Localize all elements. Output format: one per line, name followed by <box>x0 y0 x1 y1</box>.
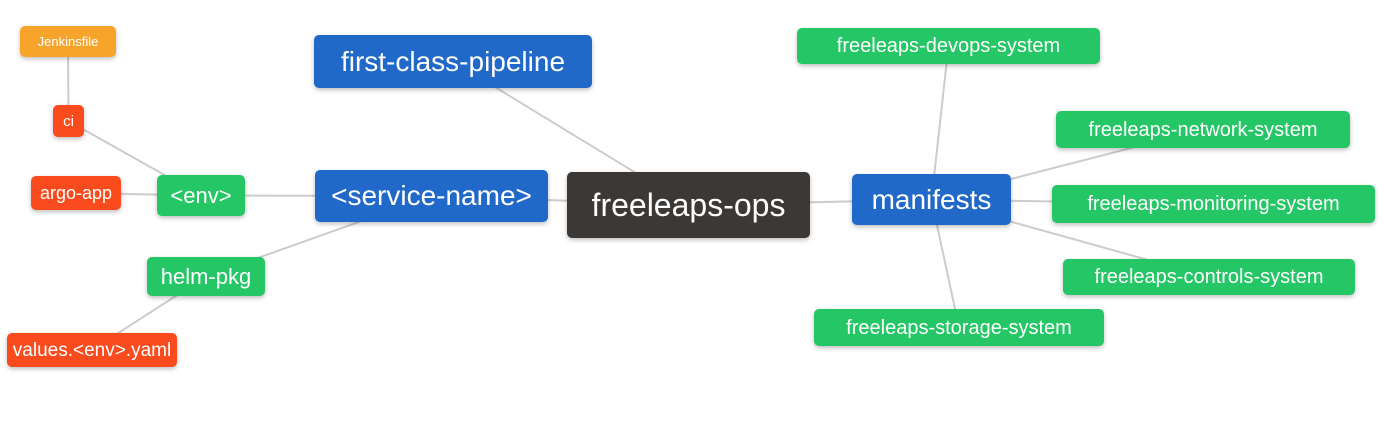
edge-manifests-to-freeleaps-devops-system <box>930 45 950 200</box>
node-freeleaps-network-system[interactable]: freeleaps-network-system <box>1056 111 1350 148</box>
root-node-freeleaps-ops[interactable]: freeleaps-ops <box>567 172 810 238</box>
node-freeleaps-monitoring-system[interactable]: freeleaps-monitoring-system <box>1052 185 1375 223</box>
node-env[interactable]: <env> <box>157 175 245 216</box>
node-values-env-yaml[interactable]: values.<env>.yaml <box>7 333 177 367</box>
node-service-name[interactable]: <service-name> <box>315 170 548 222</box>
node-ci[interactable]: ci <box>53 105 84 137</box>
node-freeleaps-controls-system[interactable]: freeleaps-controls-system <box>1063 259 1355 295</box>
node-argo-app[interactable]: argo-app <box>31 176 121 210</box>
node-helm-pkg[interactable]: helm-pkg <box>147 257 265 296</box>
node-freeleaps-devops-system[interactable]: freeleaps-devops-system <box>797 28 1100 64</box>
node-first-class-pipeline[interactable]: first-class-pipeline <box>314 35 592 88</box>
node-manifests[interactable]: manifests <box>852 174 1011 225</box>
node-freeleaps-storage-system[interactable]: freeleaps-storage-system <box>814 309 1104 346</box>
node-jenkinsfile[interactable]: Jenkinsfile <box>20 26 116 57</box>
